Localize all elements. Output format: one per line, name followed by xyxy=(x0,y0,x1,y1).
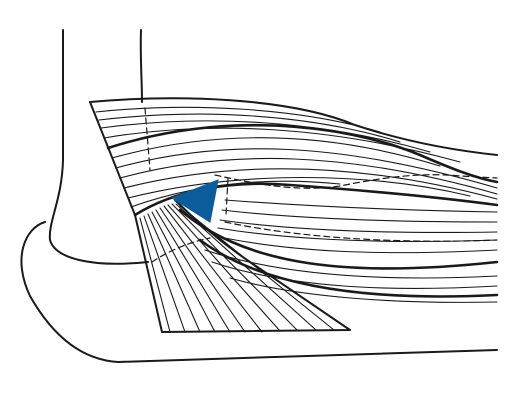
fan-muscle-outline xyxy=(134,199,351,333)
tendon-dashed-line-mid xyxy=(214,174,498,189)
forearm-contour xyxy=(20,221,498,363)
tendon-dashed-line-vertical xyxy=(225,177,229,216)
tendon-dashed-line-lower xyxy=(224,221,498,242)
tendon-dashed-line-upper xyxy=(144,107,151,171)
lower-muscle-group xyxy=(178,177,499,303)
upper-arm-outline-right xyxy=(139,29,143,103)
upper-arm-outline-left xyxy=(48,29,149,265)
muscle-upper-boundary xyxy=(89,97,498,156)
upper-muscle-group xyxy=(89,97,499,217)
upper-muscle-fibers xyxy=(95,106,498,208)
muscle-mid-boundary xyxy=(106,123,499,184)
muscle-left-edge xyxy=(89,101,136,216)
highlighted-triangle-region xyxy=(170,179,219,223)
fan-muscle xyxy=(134,199,351,333)
body-outline xyxy=(20,29,498,363)
lower-muscle-fibers xyxy=(204,199,498,303)
fan-dashed-line xyxy=(151,237,211,263)
fan-muscle-fibers xyxy=(139,203,335,333)
